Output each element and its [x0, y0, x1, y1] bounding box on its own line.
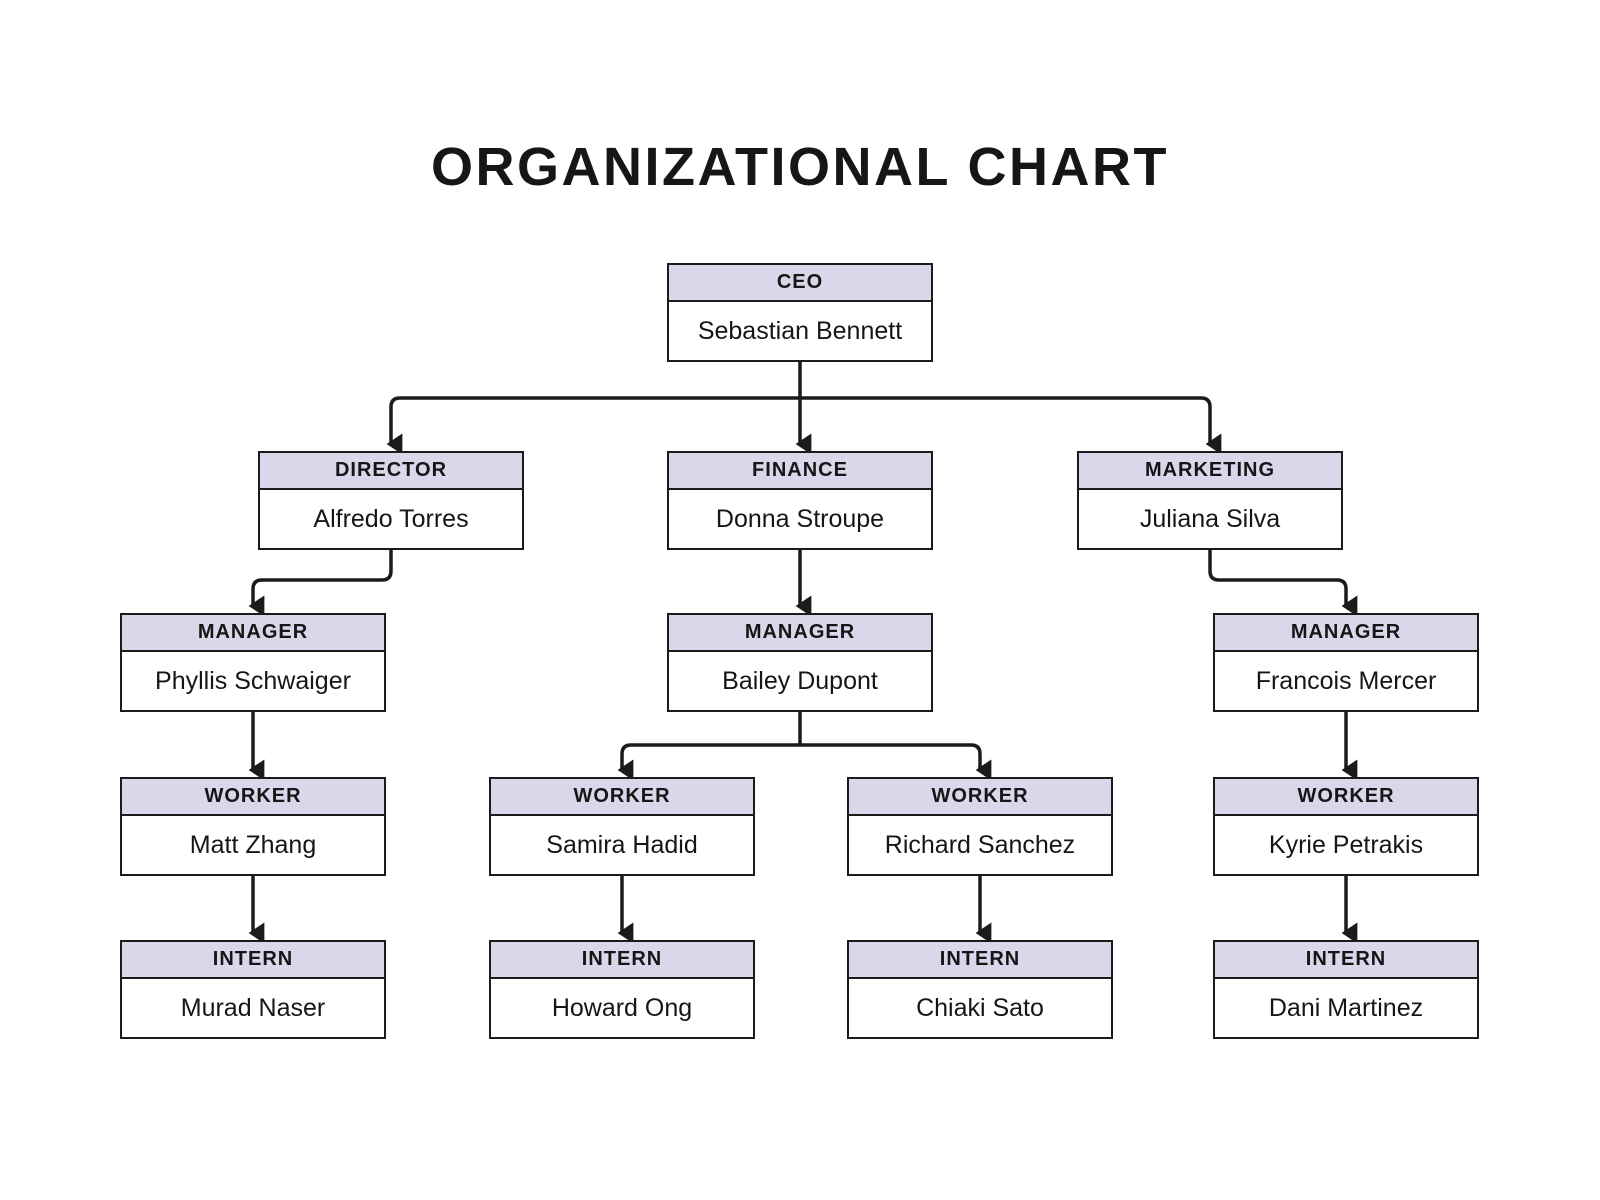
org-node-intern-4: INTERN Dani Martinez [1213, 940, 1479, 1039]
node-role-header: WORKER [491, 779, 753, 816]
node-name: Kyrie Petrakis [1268, 830, 1424, 859]
org-node-worker-1: WORKER Matt Zhang [120, 777, 386, 876]
node-role-header: WORKER [1215, 779, 1477, 816]
node-role-header: MARKETING [1079, 453, 1341, 490]
node-role-header: MANAGER [122, 615, 384, 652]
node-role-header: INTERN [122, 942, 384, 979]
org-node-ceo: CEO Sebastian Bennett [667, 263, 933, 362]
node-role-header: WORKER [849, 779, 1111, 816]
node-name: Phyllis Schwaiger [155, 666, 351, 695]
org-node-manager-3: MANAGER Francois Mercer [1213, 613, 1479, 712]
node-name: Alfredo Torres [313, 504, 469, 533]
node-role-header: INTERN [849, 942, 1111, 979]
node-name: Bailey Dupont [722, 666, 878, 695]
org-node-intern-1: INTERN Murad Naser [120, 940, 386, 1039]
org-node-director: DIRECTOR Alfredo Torres [258, 451, 524, 550]
node-name: Samira Hadid [546, 830, 698, 859]
node-role-header: DIRECTOR [260, 453, 522, 490]
node-role-header: INTERN [1215, 942, 1477, 979]
node-name: Francois Mercer [1255, 666, 1437, 695]
node-name: Juliana Silva [1139, 504, 1281, 533]
node-name: Sebastian Bennett [697, 316, 903, 345]
org-node-intern-3: INTERN Chiaki Sato [847, 940, 1113, 1039]
node-role-header: MANAGER [1215, 615, 1477, 652]
org-node-worker-2: WORKER Samira Hadid [489, 777, 755, 876]
node-name: Murad Naser [180, 993, 326, 1022]
org-node-finance: FINANCE Donna Stroupe [667, 451, 933, 550]
page-title: ORGANIZATIONAL CHART [431, 137, 1169, 197]
node-role-header: INTERN [491, 942, 753, 979]
node-role-header: WORKER [122, 779, 384, 816]
org-node-worker-4: WORKER Kyrie Petrakis [1213, 777, 1479, 876]
node-name: Matt Zhang [189, 830, 317, 859]
node-name: Richard Sanchez [884, 830, 1076, 859]
node-name: Howard Ong [551, 993, 693, 1022]
org-node-intern-2: INTERN Howard Ong [489, 940, 755, 1039]
node-role-header: FINANCE [669, 453, 931, 490]
org-node-marketing: MARKETING Juliana Silva [1077, 451, 1343, 550]
node-name: Dani Martinez [1268, 993, 1424, 1022]
node-name: Chiaki Sato [916, 993, 1044, 1022]
node-name: Donna Stroupe [715, 504, 885, 533]
org-node-manager-1: MANAGER Phyllis Schwaiger [120, 613, 386, 712]
node-role-header: MANAGER [669, 615, 931, 652]
org-node-worker-3: WORKER Richard Sanchez [847, 777, 1113, 876]
node-role-header: CEO [669, 265, 931, 302]
org-node-manager-2: MANAGER Bailey Dupont [667, 613, 933, 712]
